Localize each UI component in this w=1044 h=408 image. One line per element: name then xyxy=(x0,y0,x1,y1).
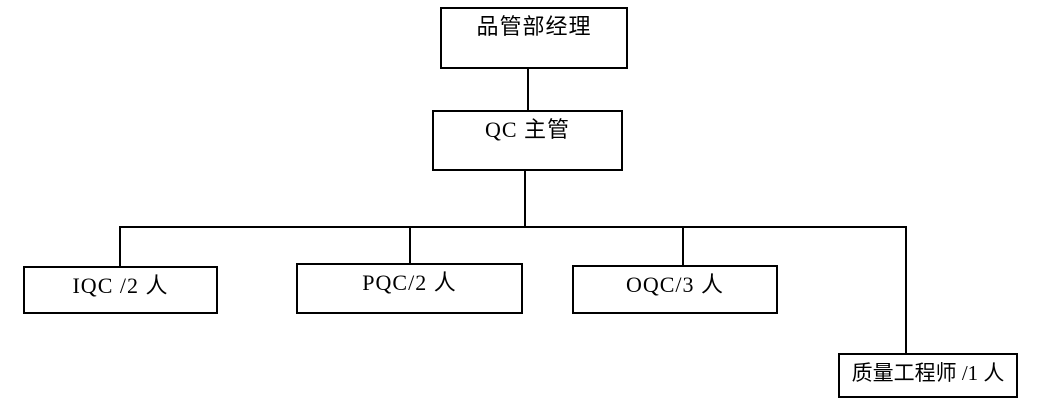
org-node-iqc: IQC /2 人 xyxy=(23,266,218,314)
org-node-quality-engineer: 质量工程师 /1 人 xyxy=(838,353,1018,398)
connector-branch-oqc xyxy=(682,226,684,265)
connector-manager-supervisor xyxy=(527,69,529,110)
connector-branch-engineer xyxy=(905,226,907,353)
org-node-manager: 品管部经理 xyxy=(440,7,628,69)
connector-supervisor-branch xyxy=(524,171,526,226)
org-node-oqc: OQC/3 人 xyxy=(572,265,778,314)
org-node-qc-supervisor: QC 主管 xyxy=(432,110,623,171)
connector-branch-pqc xyxy=(409,226,411,263)
connector-branch-iqc xyxy=(119,226,121,266)
org-node-pqc: PQC/2 人 xyxy=(296,263,523,314)
connector-branch-horizontal xyxy=(119,226,907,228)
